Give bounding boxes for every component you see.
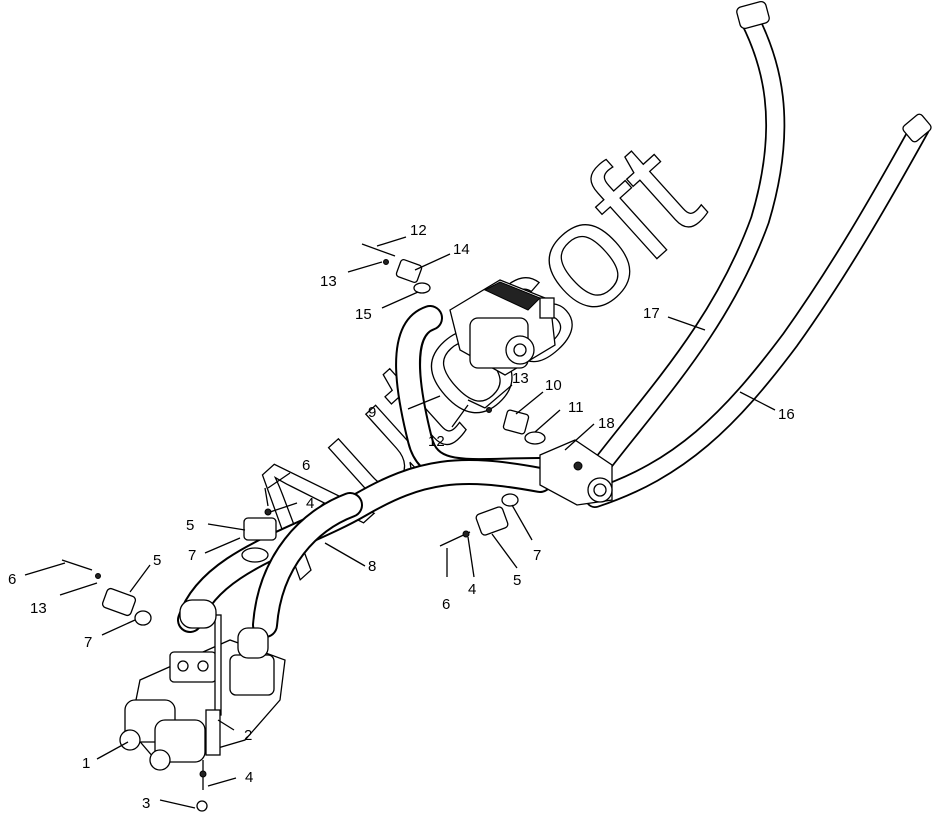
callout-10: 10 [545,377,562,394]
hydraulic-pump [449,279,556,376]
callout-2: 2 [244,727,252,744]
flange-14-assembly [361,243,431,294]
callout-12a: 12 [410,222,427,239]
flange-right-assembly [439,493,519,547]
hose-8 [177,459,553,638]
flange-far-left-assembly [61,559,152,626]
callout-13c: 13 [512,370,529,387]
callout-6c: 6 [442,596,450,613]
callout-3: 3 [142,795,150,812]
callout-7b: 7 [188,547,196,564]
callout-7a: 7 [84,634,92,651]
control-valve [119,599,286,812]
callout-7c: 7 [533,547,541,564]
callout-5b: 5 [186,517,194,534]
callout-4a: 4 [245,769,253,786]
callout-13b: 13 [320,273,337,290]
callout-6b: 6 [302,457,310,474]
callout-11: 11 [568,399,584,416]
callout-16: 16 [778,406,795,423]
callout-13a: 13 [30,600,47,617]
callout-4c: 4 [468,581,476,598]
callout-5a: 5 [153,552,161,569]
callout-6a: 6 [8,571,16,588]
callout-1: 1 [82,755,90,772]
callout-15: 15 [355,306,372,323]
callout-8: 8 [368,558,376,575]
flange-left-assembly [241,487,277,563]
callouts: 1 2 3 4 4 4 5 5 5 6 6 6 7 7 7 8 9 10 11 … [8,222,795,812]
callout-9: 9 [368,404,376,421]
hose-17 [580,0,786,490]
tee-fitting-18 [539,439,613,506]
callout-18: 18 [598,415,615,432]
callout-5c: 5 [513,572,521,589]
callout-4b: 4 [306,495,314,512]
callout-17: 17 [643,305,660,322]
callout-14: 14 [453,241,470,258]
hose-16 [585,113,932,508]
callout-12b: 12 [428,433,445,450]
leader-lines [24,236,776,809]
